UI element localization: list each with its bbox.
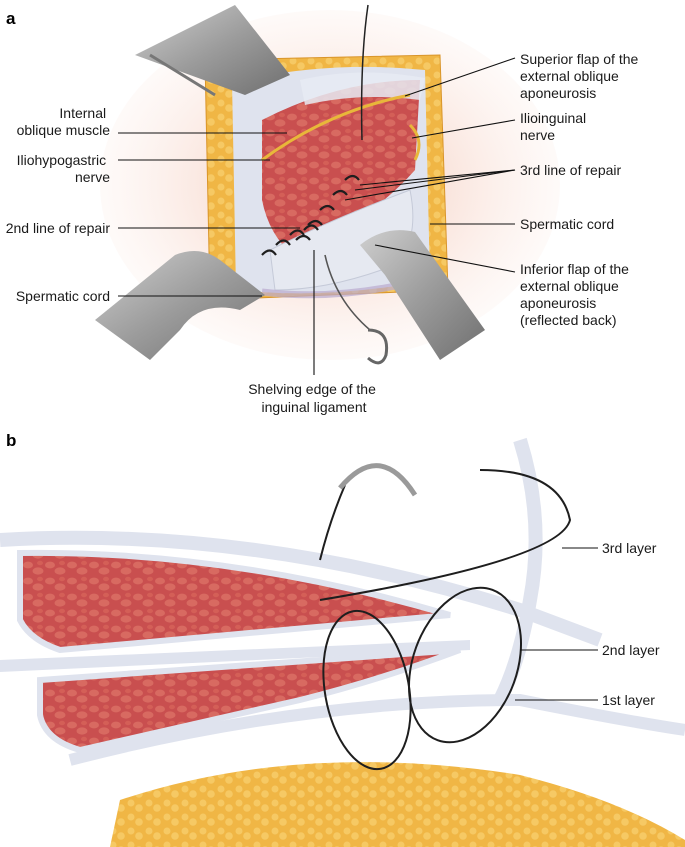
label-second-line-repair: 2nd line of repair	[6, 220, 111, 236]
label-first-layer: 1st layer	[602, 692, 655, 708]
label-second-layer: 2nd layer	[602, 642, 660, 658]
needle	[338, 463, 418, 497]
label-third-line-repair: 3rd line of repair	[520, 162, 622, 178]
middle-sheath	[0, 640, 470, 672]
lower-muscle-layer	[37, 647, 462, 754]
upper-muscle-layer	[17, 549, 451, 654]
leader-inferior-flap	[374, 244, 516, 273]
leader-superior-flap	[404, 57, 516, 97]
panel-a-illustration	[95, 4, 560, 365]
suture-thread-bottom	[324, 254, 371, 331]
label-third-layer: 3rd layer	[602, 540, 657, 556]
retractor-top-left	[135, 5, 290, 95]
ilioinguinal-nerve	[408, 123, 421, 161]
fat-layer	[110, 762, 685, 847]
suture-thread-needle	[319, 484, 346, 561]
label-shelving-edge: Shelving edge of the inguinal ligament	[248, 381, 380, 415]
label-spermatic-cord-right: Spermatic cord	[520, 216, 614, 232]
suture-thread-top	[360, 4, 369, 141]
forceps	[149, 53, 216, 97]
spermatic-cord	[261, 281, 401, 299]
needle-bottom	[367, 328, 389, 365]
vertical-fascia-cord	[493, 437, 543, 704]
panel-a-letter: a	[6, 9, 16, 28]
suture-thread-third-layer	[319, 469, 572, 601]
panel-b-leader-lines	[515, 547, 598, 701]
internal-oblique-muscle	[262, 80, 420, 260]
label-ilioinguinal-nerve: Ilioinguinal nerve	[520, 110, 590, 143]
panel-b-illustration	[0, 437, 685, 847]
label-superior-flap: Superior flap of the external oblique ap…	[520, 51, 642, 101]
label-iliohypogastric: Iliohypogastric nerve	[17, 152, 111, 185]
suture-loop-second	[407, 586, 523, 744]
third-line-sutures	[295, 174, 360, 241]
label-spermatic-cord-left: Spermatic cord	[16, 288, 110, 304]
iliohypogastric-nerve	[261, 93, 411, 162]
fascia-top-band	[0, 530, 603, 647]
leader-ilioinguinal	[411, 119, 516, 139]
retractor-bottom-right	[360, 230, 485, 360]
panel-a-leader-lines	[118, 57, 516, 375]
second-line-sutures	[261, 224, 319, 256]
label-inferior-flap: Inferior flap of the external oblique ap…	[520, 261, 633, 328]
retractor-bottom-left	[95, 251, 265, 360]
fascia-lower-band	[68, 693, 685, 766]
leader-third-line	[354, 169, 516, 191]
panel-b-letter: b	[6, 431, 16, 450]
label-internal-oblique: Internal oblique muscle	[17, 105, 111, 138]
